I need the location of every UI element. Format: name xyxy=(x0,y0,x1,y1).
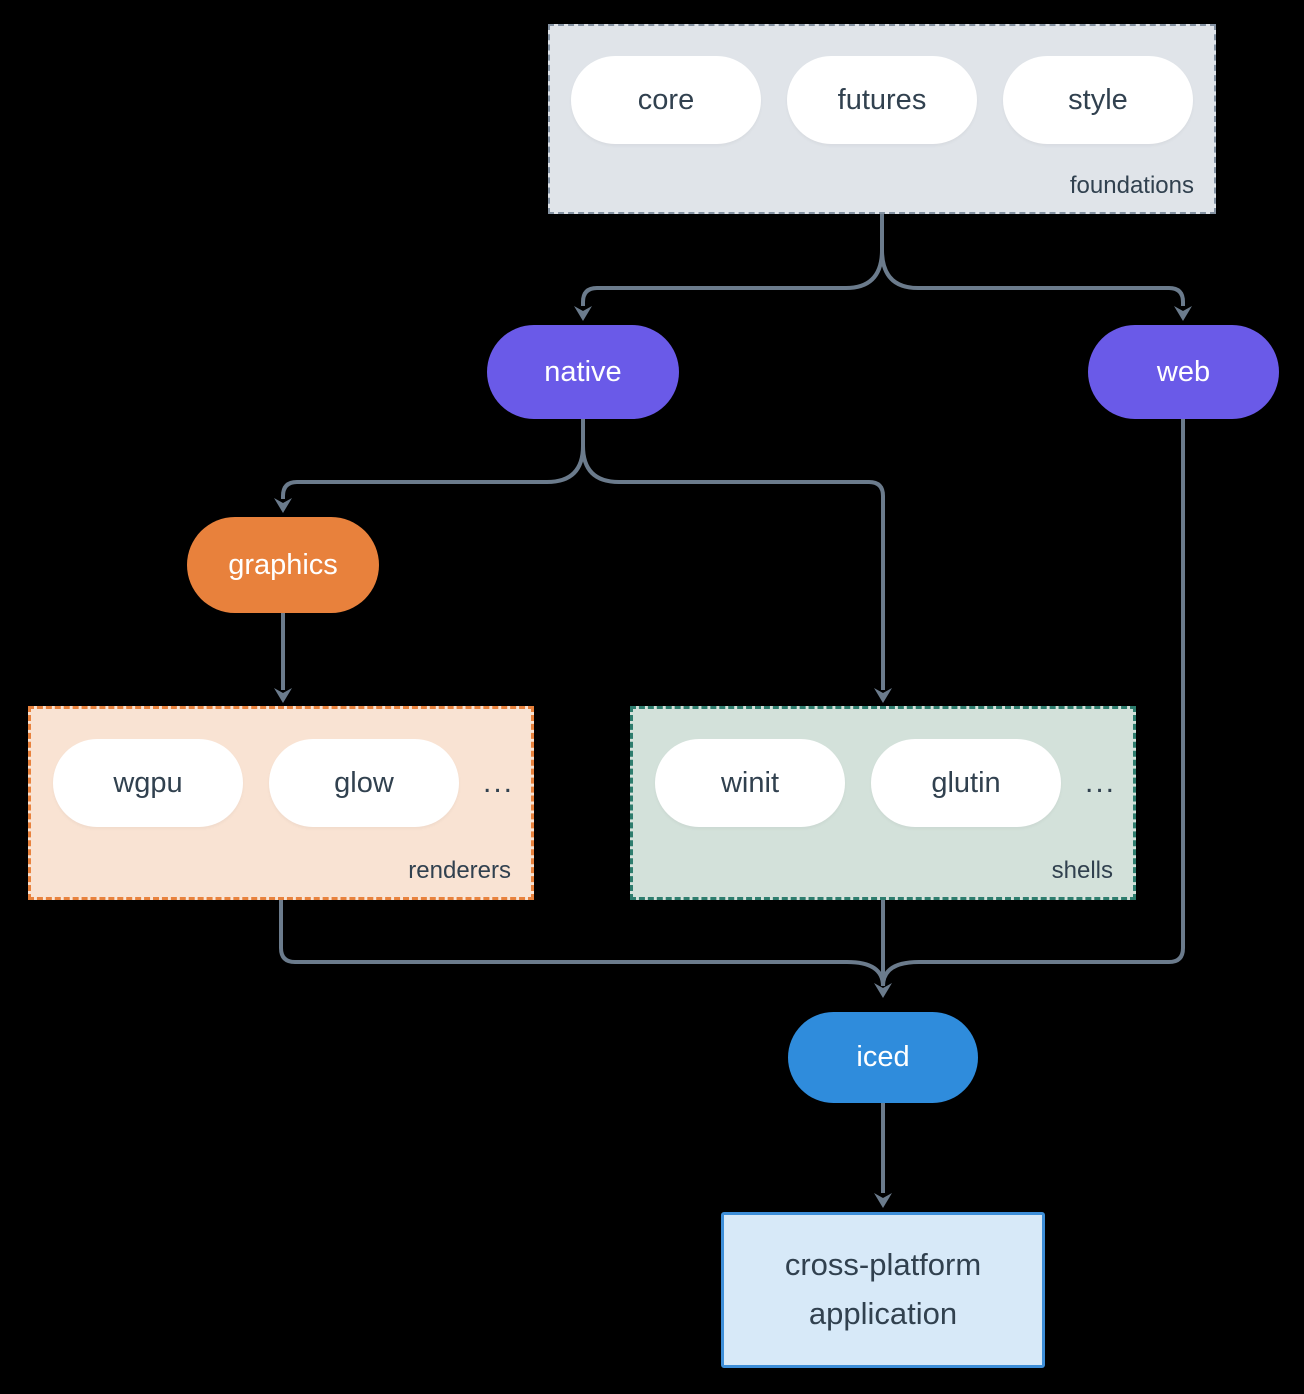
edge-foundations-native xyxy=(581,214,884,306)
group-foundations: core futures style foundations xyxy=(548,24,1216,214)
group-shells: winit glutin ... shells xyxy=(630,706,1136,900)
group-renderers: wgpu glow ... renderers xyxy=(28,706,534,900)
arrowhead-native xyxy=(574,306,592,321)
shells-ellipsis: ... xyxy=(1085,766,1117,799)
arrowhead-shells xyxy=(874,688,892,703)
edge-renderers-iced xyxy=(279,899,885,987)
arrowhead-graphics xyxy=(274,498,292,513)
arrowhead-web xyxy=(1174,306,1192,321)
node-style: style xyxy=(1003,56,1193,144)
foundations-pill-row: core futures style xyxy=(550,56,1214,144)
node-glutin: glutin xyxy=(871,739,1061,827)
node-core: core xyxy=(571,56,761,144)
node-futures: futures xyxy=(787,56,977,144)
application-line1: cross-platform xyxy=(784,1247,982,1283)
node-graphics: graphics xyxy=(187,517,379,613)
shells-pill-row: winit glutin ... xyxy=(633,739,1133,827)
shells-label: shells xyxy=(1051,857,1113,884)
renderers-pill-row: wgpu glow ... xyxy=(31,739,531,827)
node-winit: winit xyxy=(655,739,845,827)
edge-foundations-web xyxy=(880,249,1185,306)
node-iced: iced xyxy=(788,1012,978,1103)
renderers-ellipsis: ... xyxy=(483,766,515,799)
edge-native-graphics xyxy=(281,419,585,499)
node-cross-platform-application: cross-platform application xyxy=(721,1212,1045,1368)
edge-web-iced xyxy=(881,419,1185,987)
arrowhead-application xyxy=(874,1193,892,1208)
foundations-label: foundations xyxy=(1069,172,1194,199)
renderers-label: renderers xyxy=(408,857,511,884)
arrowhead-iced xyxy=(874,983,892,998)
application-line2: application xyxy=(808,1296,958,1331)
node-native: native xyxy=(487,325,679,419)
arrowhead-renderers xyxy=(274,688,292,703)
node-web: web xyxy=(1088,325,1279,419)
node-wgpu: wgpu xyxy=(53,739,243,827)
node-glow: glow xyxy=(269,739,459,827)
edge-native-shells xyxy=(581,445,885,690)
